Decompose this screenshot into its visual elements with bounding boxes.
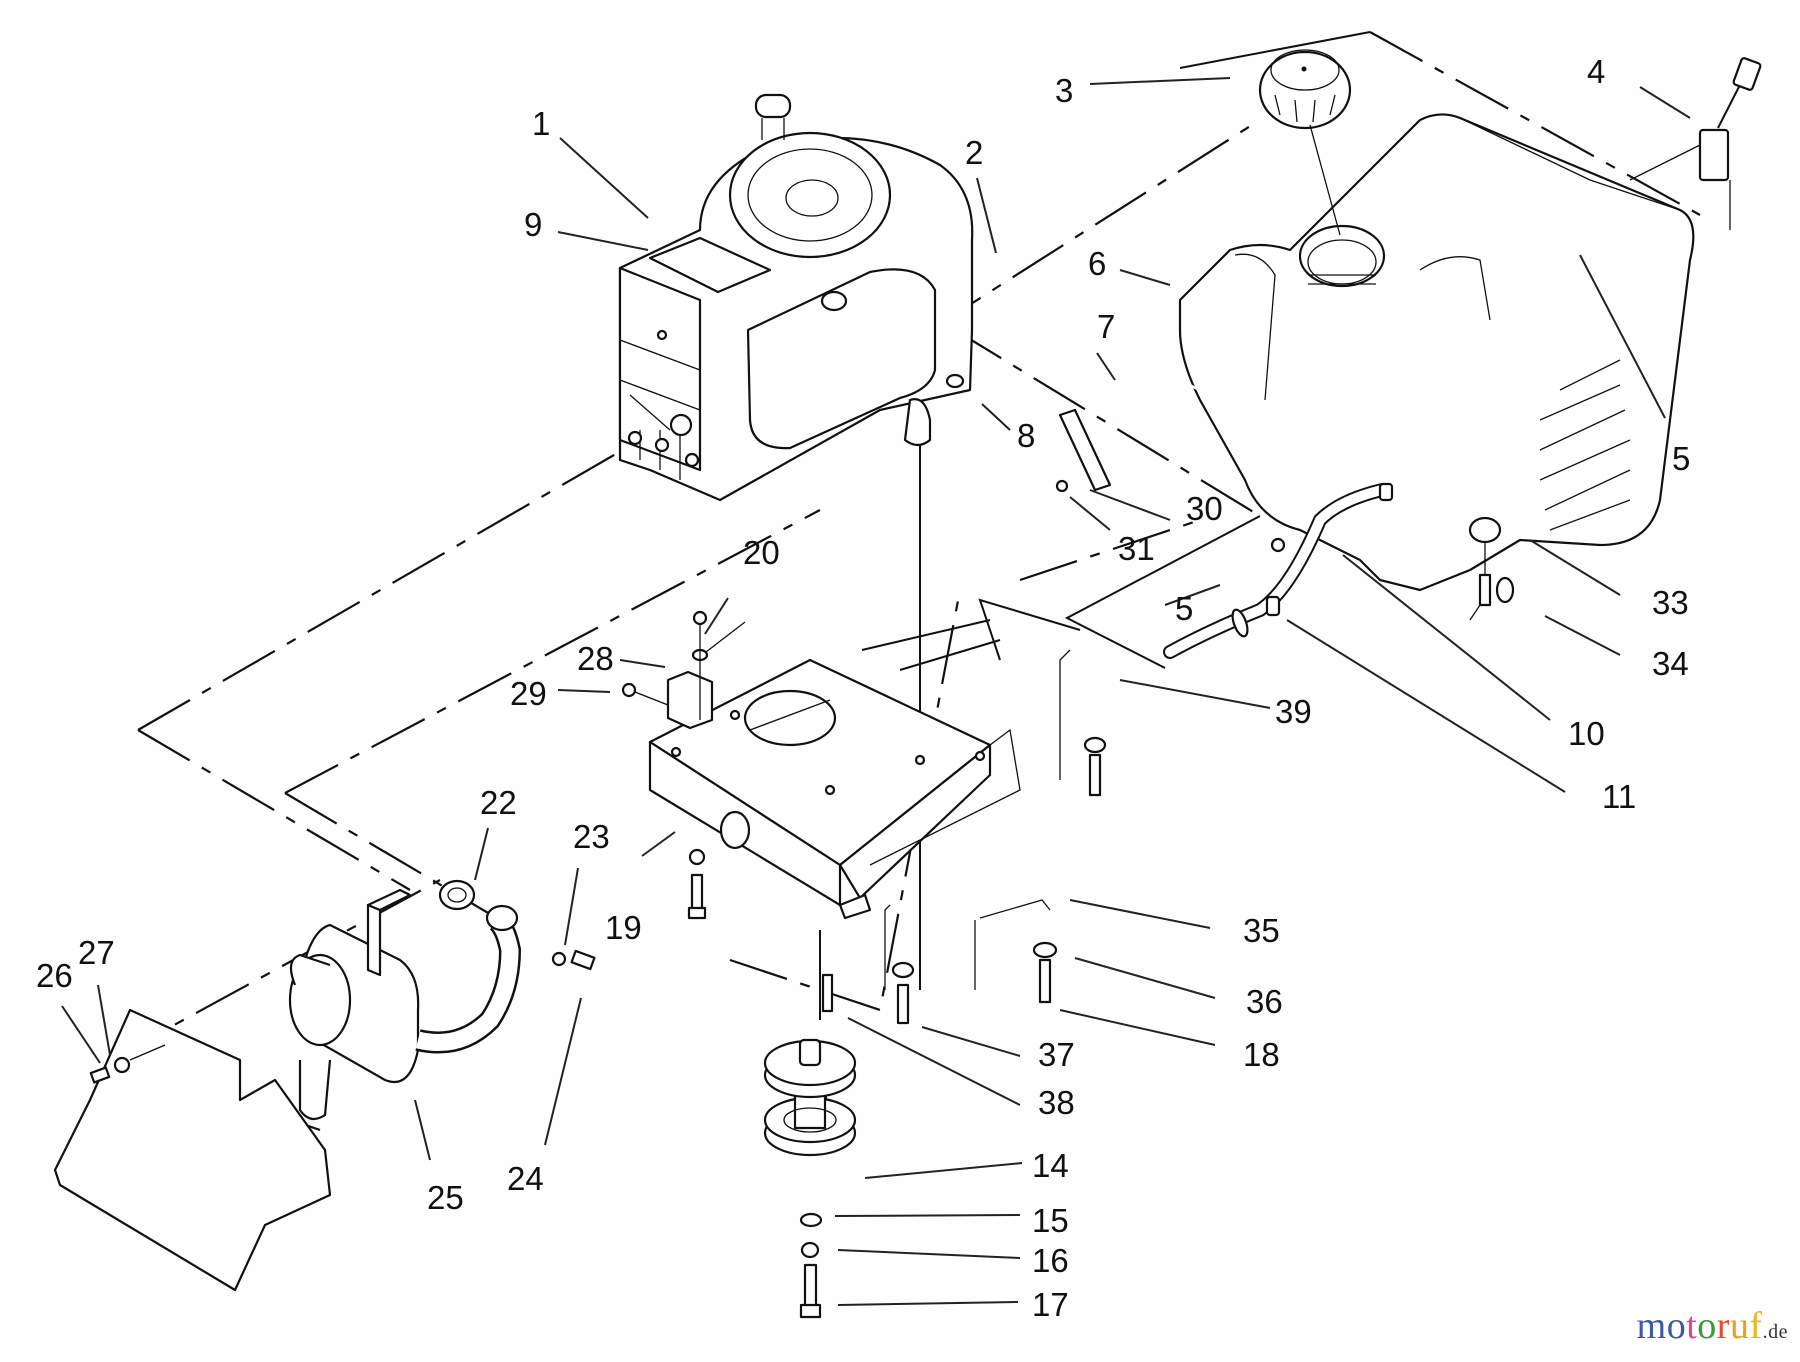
throttle-control	[1629, 57, 1762, 230]
exhaust-gasket	[438, 879, 476, 911]
callout-17: 17	[1032, 1286, 1069, 1323]
assembly-line	[1064, 515, 1261, 669]
callouts: 1 2 3 4 5 5 6 7 8 9 10 11 14 15 16 17 18…	[36, 53, 1690, 1323]
assembly-line	[929, 122, 1256, 331]
assembly-line	[1369, 31, 1701, 216]
watermark-letter: r	[1716, 1305, 1730, 1347]
assembly-lines	[109, 31, 1701, 1145]
washer	[799, 1212, 823, 1228]
assembly-line	[1179, 31, 1371, 69]
assembly-line	[284, 509, 821, 794]
callout-5-fitting: 5	[1175, 590, 1193, 627]
assembly-line	[949, 326, 1261, 517]
bolt	[687, 848, 707, 920]
assembly-line	[109, 879, 441, 1061]
throttle-rod	[1055, 383, 1332, 553]
shield-washer	[113, 1056, 131, 1074]
callout-28: 28	[577, 640, 614, 677]
watermark-logo: motoruf.de	[1637, 1304, 1788, 1348]
shield-screw	[89, 1066, 111, 1084]
muffler	[288, 879, 596, 1121]
assembly-line	[137, 729, 411, 891]
callout-15: 15	[1032, 1202, 1069, 1239]
pulley-bolt-head	[799, 1303, 822, 1319]
callout-35: 35	[1243, 912, 1280, 949]
callout-22: 22	[480, 784, 517, 821]
callout-8: 8	[1017, 417, 1035, 454]
engine	[618, 93, 974, 502]
fuel-line	[1163, 482, 1394, 659]
callout-36: 36	[1246, 983, 1283, 1020]
exhaust-bolt	[570, 949, 596, 971]
callout-39: 39	[1275, 693, 1312, 730]
assembly-line	[1019, 518, 1201, 582]
watermark-letter: o	[1697, 1305, 1717, 1347]
watermark-letter: u	[1729, 1305, 1750, 1347]
callout-38: 38	[1038, 1084, 1075, 1121]
callout-11: 11	[1602, 778, 1636, 815]
nut	[800, 1241, 820, 1259]
assembly-line	[978, 598, 1081, 661]
callout-25: 25	[427, 1179, 464, 1216]
callout-37: 37	[1038, 1036, 1075, 1073]
callout-27: 27	[78, 934, 115, 971]
pulley-bolt	[803, 1263, 818, 1312]
callout-30: 30	[1186, 490, 1223, 527]
watermark-letter: f	[1749, 1305, 1763, 1347]
callout-6: 6	[1088, 245, 1106, 282]
engine-mount-plate	[648, 619, 1021, 920]
watermark-tld: .de	[1762, 1321, 1788, 1343]
callout-33: 33	[1652, 584, 1689, 621]
mounting-hardware	[821, 649, 1107, 1025]
callout-3: 3	[1055, 72, 1073, 109]
fuel-cap	[1258, 49, 1352, 236]
pulley	[763, 1038, 857, 1319]
callout-4: 4	[1587, 53, 1605, 90]
watermark-letter: t	[1686, 1305, 1698, 1347]
callout-23: 23	[573, 818, 610, 855]
callout-19: 19	[605, 909, 642, 946]
assembly-line	[137, 439, 641, 731]
callout-7: 7	[1097, 308, 1115, 345]
heat-shield	[53, 1008, 332, 1292]
callout-29: 29	[510, 675, 547, 712]
callout-14: 14	[1032, 1147, 1069, 1184]
fuel-shutoff-valve	[1468, 516, 1515, 621]
callout-2: 2	[965, 134, 983, 171]
callout-18: 18	[1243, 1036, 1280, 1073]
leader-lines	[61, 77, 1691, 1306]
callout-26: 26	[36, 957, 73, 994]
callout-34: 34	[1652, 645, 1689, 682]
callout-31: 31	[1118, 530, 1155, 567]
callout-24: 24	[507, 1160, 544, 1197]
callout-5-tank: 5	[1672, 440, 1690, 477]
ground-bracket	[621, 610, 746, 730]
callout-16: 16	[1032, 1242, 1069, 1279]
lock-washer	[551, 951, 567, 967]
callout-10: 10	[1568, 715, 1605, 752]
watermark-letter: m	[1636, 1305, 1667, 1347]
fuel-tank	[1178, 113, 1695, 592]
watermark-letter: o	[1666, 1305, 1687, 1347]
callout-9: 9	[524, 206, 542, 243]
callout-20: 20	[743, 534, 780, 571]
callout-1: 1	[532, 105, 550, 142]
